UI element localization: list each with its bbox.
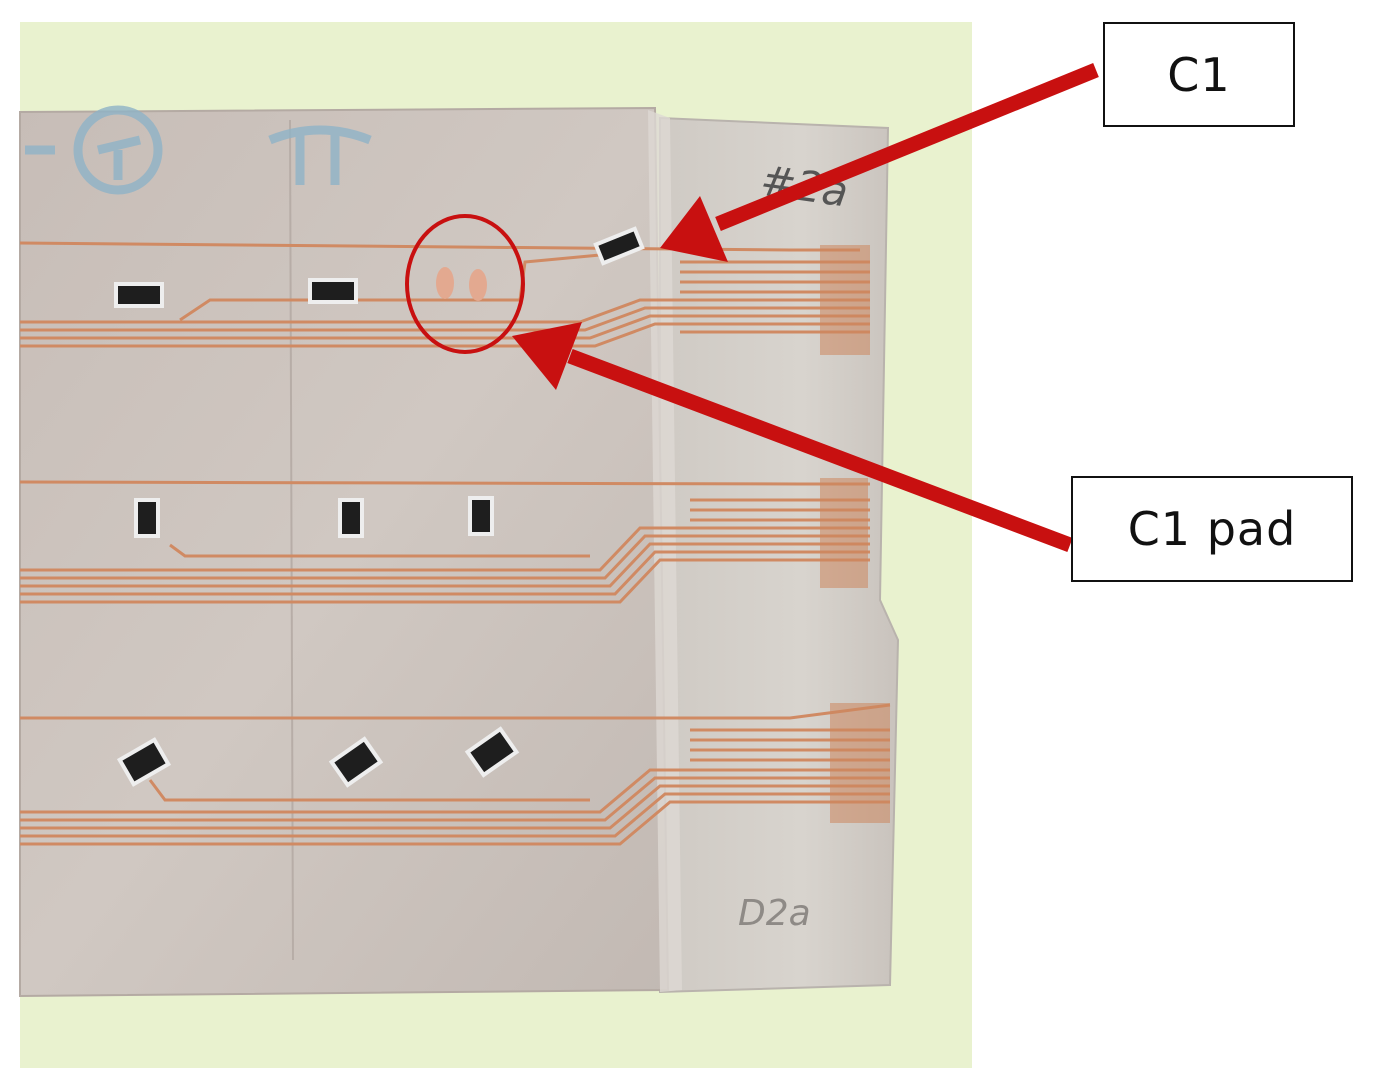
capacitor-chip: [308, 278, 358, 304]
label-c1: C1: [1103, 22, 1295, 127]
capacitor-chip: [328, 736, 384, 788]
annotation-circle: [405, 214, 525, 354]
plastic-sheet: [19, 106, 670, 998]
handwriting-bottom-right: D2a: [738, 893, 811, 934]
c1-pad-solder: [436, 267, 487, 301]
capacitor-chip: [464, 726, 520, 778]
capacitor-chip: [116, 737, 172, 787]
capacitor-chip: [338, 498, 364, 538]
blue-marker-marks: [25, 105, 372, 195]
capacitor-chip: [114, 282, 164, 308]
trace-group-3: [20, 703, 891, 846]
capacitor-chip: [134, 498, 160, 538]
capacitor-chip: [468, 496, 494, 536]
smd-capacitors: [114, 226, 645, 788]
connector-pads-3: [830, 703, 890, 823]
arrow-to-c1: [660, 63, 1099, 262]
label-c1-pad: C1 pad: [1071, 476, 1353, 582]
capacitor-c1-chip: [593, 226, 645, 266]
connector-pads-1: [820, 245, 870, 355]
arrow-to-c1-pad: [512, 322, 1073, 553]
connector-pads-2: [820, 478, 868, 588]
